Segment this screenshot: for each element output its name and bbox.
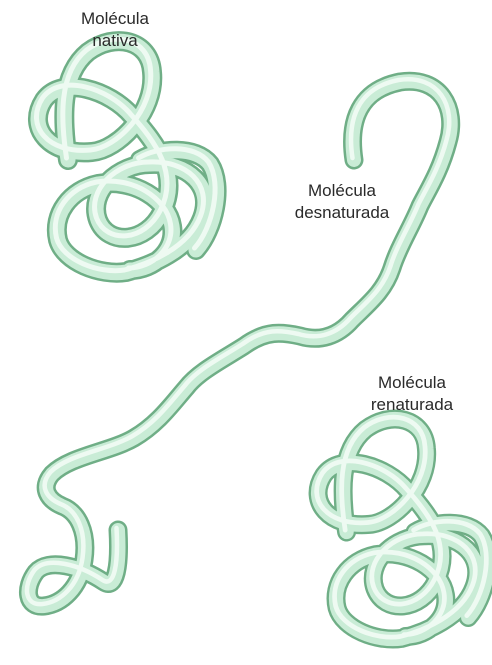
renatured-label-line1: Molécula <box>352 372 472 394</box>
denatured-label-line1: Molécula <box>272 180 412 202</box>
denatured-molecule-label: Molécula desnaturada <box>272 180 412 224</box>
renatured-label-line2: renaturada <box>352 394 472 416</box>
native-molecule-label: Molécula nativa <box>60 8 170 52</box>
renatured-molecule <box>317 417 488 639</box>
renatured-molecule-label: Molécula renaturada <box>352 372 472 416</box>
denatured-label-line2: desnaturada <box>272 202 412 224</box>
native-label-line2: nativa <box>60 30 170 52</box>
native-label-line1: Molécula <box>60 8 170 30</box>
native-molecule <box>36 39 216 273</box>
